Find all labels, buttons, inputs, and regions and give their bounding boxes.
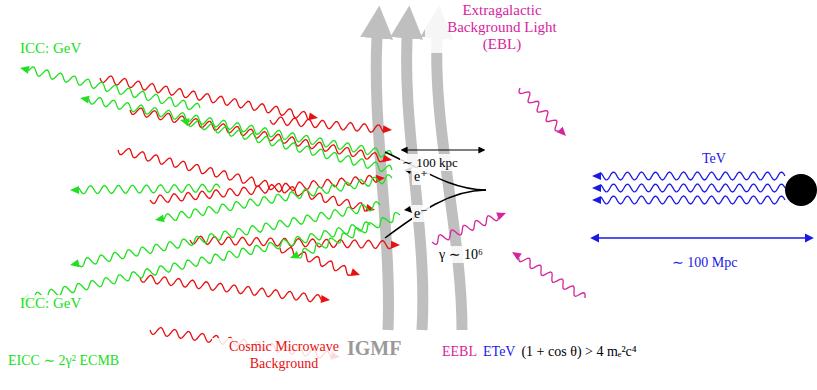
- magnetic-field-lines: [376, 22, 462, 330]
- arrow-head: [557, 127, 566, 136]
- band-label: Extragalactic Background Light (EBL): [425, 2, 579, 53]
- energy-symbol: ETeV: [481, 343, 517, 360]
- arrow-head: [180, 118, 190, 126]
- source-blob: [785, 174, 817, 206]
- photon-label: ICC: GeV: [18, 40, 83, 57]
- photon-wave: [140, 275, 321, 302]
- threshold-formula: (1 + cos θ) > 4 mₑ²c⁴: [519, 343, 638, 360]
- photon-wave: [270, 117, 383, 132]
- arrow-head: [383, 125, 392, 133]
- photon-wave: [130, 108, 383, 162]
- photon-wave: [601, 184, 785, 192]
- arrow-head: [496, 213, 506, 220]
- photon-wave: [432, 216, 498, 245]
- arrow-head: [592, 172, 601, 180]
- arrow-head: [155, 214, 165, 222]
- arrow-head: [321, 295, 330, 303]
- photon-wave: [29, 222, 370, 302]
- particle-label: e⁻: [412, 205, 430, 222]
- photon-wave: [601, 172, 785, 180]
- photon-wave: [519, 258, 585, 298]
- arrow-head: [20, 66, 30, 74]
- arrow-head: [512, 252, 522, 260]
- distance-arrow: [402, 150, 484, 151]
- photon-label: TeV: [700, 150, 728, 167]
- arrow-head: [70, 186, 79, 194]
- energy-formula: EICC ∼ 2γ² ECMB: [6, 352, 121, 369]
- photon-wave: [601, 196, 785, 204]
- photon-wave: [190, 236, 391, 248]
- arrow-head: [592, 184, 601, 192]
- particle-label: e⁺: [412, 168, 430, 185]
- track-arrow: [404, 206, 412, 213]
- photon-wave: [29, 67, 200, 110]
- band-label: Cosmic Microwave Background: [212, 338, 356, 372]
- arrow-head: [350, 268, 360, 276]
- lorentz-factor: γ ∼ 10⁶: [437, 246, 485, 263]
- photon-wave: [188, 120, 392, 171]
- electron-track: [385, 190, 486, 238]
- photon-wave: [79, 184, 220, 194]
- arrow-head: [592, 196, 601, 204]
- arrow-head: [80, 96, 90, 104]
- photon-wave: [519, 88, 558, 131]
- photon-label: ICC: GeV: [18, 295, 83, 312]
- arrow-head: [391, 241, 400, 249]
- photon-waves: [20, 66, 785, 360]
- photon-wave: [89, 98, 392, 158]
- distance-label: ∼ 100 kpc: [400, 154, 460, 171]
- distance-label: ∼ 100 Mpc: [670, 254, 739, 271]
- positron-track: [385, 152, 486, 190]
- field-label: IGMF: [345, 340, 403, 357]
- distance-arrow: [592, 237, 812, 238]
- arrow-head: [290, 251, 300, 258]
- arrow-head: [70, 259, 80, 267]
- energy-symbol: EEBL: [440, 343, 479, 360]
- photon-wave: [280, 248, 351, 276]
